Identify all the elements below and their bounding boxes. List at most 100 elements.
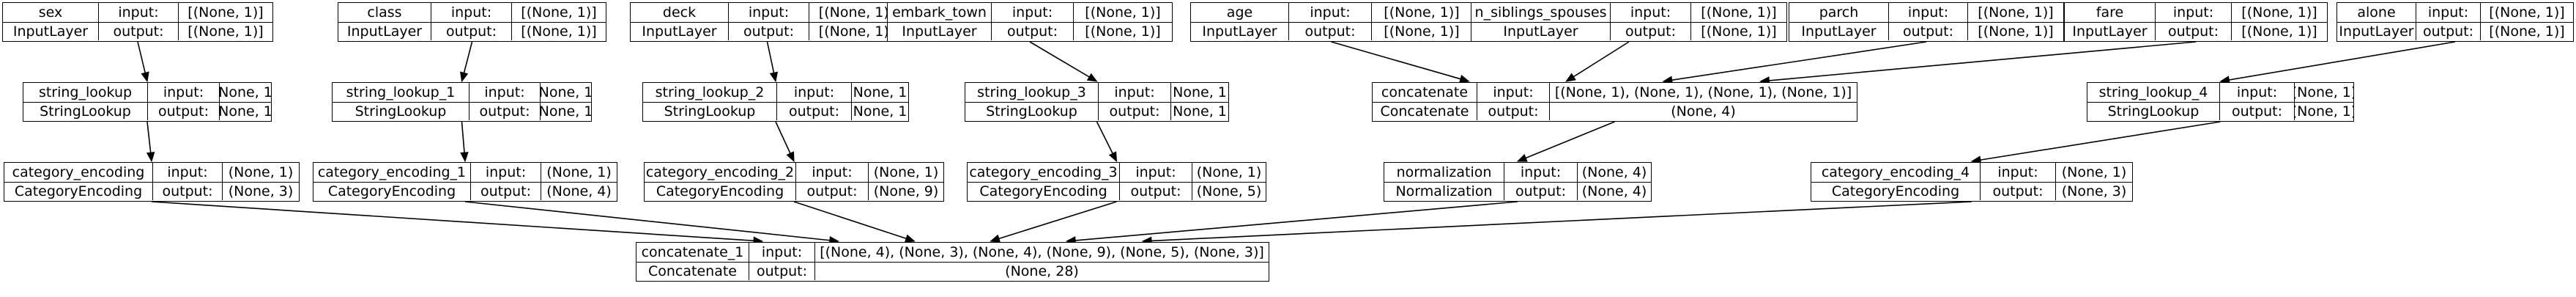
layer-name: category_encoding_3 <box>968 163 1120 183</box>
output-shape: [(None, 1)] <box>2489 23 2565 40</box>
output-label: output: <box>153 183 223 200</box>
layer-type: InputLayer <box>3 23 99 40</box>
output-shape: [(None, 1)] <box>188 23 264 40</box>
input-shape: [(None, 1)] <box>1372 3 1471 23</box>
input-shape: [(None, 1)] <box>2481 3 2573 23</box>
edge-string-lookup-4-to-category-encoding-4 <box>1980 121 2221 161</box>
output-shape: (None, 4) <box>1581 183 1647 199</box>
output-shape: (None, 9) <box>873 183 939 199</box>
input-label: input: <box>1477 83 1550 103</box>
input-shape: [(None, 1)] <box>1691 3 1786 23</box>
output-shape: [(None, 1)] <box>1085 23 1161 40</box>
arrowhead <box>990 234 1001 243</box>
output-shape: [(None, 1)] <box>1701 23 1777 40</box>
layer-name: category_encoding <box>4 163 153 183</box>
output-label: output: <box>796 183 869 200</box>
layer-type: StringLookup <box>23 103 148 120</box>
layer-type: Concatenate <box>1373 103 1477 120</box>
output-shape: (None, 1) <box>541 103 591 120</box>
input-label: input: <box>431 3 512 23</box>
layer-type: CategoryEncoding <box>4 183 153 200</box>
edge-category-encoding-to-concatenate-1 <box>151 201 754 242</box>
input-label: input: <box>1611 3 1691 23</box>
arrowhead <box>1108 151 1118 163</box>
input-label: input: <box>1981 163 2056 183</box>
edge-category-encoding-3-to-concatenate-1 <box>998 201 1117 240</box>
edge-category-encoding-2-to-concatenate-1 <box>793 201 907 240</box>
input-label: input: <box>796 163 869 183</box>
input-shape: (None, 1) <box>852 83 908 103</box>
layer-type: StringLookup <box>333 103 469 120</box>
output-label: output: <box>1504 183 1578 200</box>
layer-name: class <box>338 3 431 23</box>
layer-type: CategoryEncoding <box>968 183 1120 200</box>
output-shape: (None, 3) <box>228 183 294 199</box>
layer-type: InputLayer <box>1789 23 1889 40</box>
arrowhead <box>1565 73 1576 82</box>
layer-type: InputLayer <box>631 23 729 40</box>
input-label: input: <box>749 243 815 263</box>
output-label: output: <box>1981 183 2056 200</box>
layer-name: sex <box>3 3 99 23</box>
output-label: output: <box>749 263 815 280</box>
layer-type: Concatenate <box>636 263 749 280</box>
input-label: input: <box>1099 83 1171 103</box>
input-shape: (None, 1) <box>1171 83 1228 103</box>
layer-name: concatenate_1 <box>636 243 749 263</box>
layer-name: string_lookup <box>23 83 148 103</box>
edge-sex-to-string-lookup <box>137 41 146 73</box>
edge-parch-to-concatenate <box>1671 41 1927 81</box>
input-label: input: <box>777 83 852 103</box>
input-label: input: <box>1889 3 1968 23</box>
input-shape: (None, 1) <box>1192 163 1266 183</box>
output-label: output: <box>1099 103 1171 120</box>
edge-class-to-string-lookup-1 <box>463 41 473 73</box>
edge-age-to-concatenate <box>1331 41 1461 80</box>
input-shape: (None, 1) <box>541 163 617 183</box>
layer-name: string_lookup_3 <box>965 83 1099 103</box>
layer-node-string-lookup-1: string_lookup_1StringLookupinput:(None, … <box>332 82 592 122</box>
output-shape: (None, 1) <box>1171 103 1228 120</box>
arrowhead <box>769 71 779 83</box>
edge-string-lookup-to-category-encoding <box>146 121 152 153</box>
output-label: output: <box>2220 103 2295 120</box>
output-label: output: <box>1477 103 1550 120</box>
input-shape: (None, 4) <box>1578 163 1651 183</box>
input-label: input: <box>2220 83 2295 103</box>
input-label: input: <box>992 3 1074 23</box>
edge-embark-town-to-string-lookup-3 <box>1029 41 1090 78</box>
layer-name: n_siblings_spouses <box>1471 3 1611 23</box>
input-label: input: <box>1289 3 1372 23</box>
output-label: output: <box>1889 23 1968 40</box>
layer-name: string_lookup_4 <box>2087 83 2220 103</box>
output-shape: (None, 4) <box>546 183 612 199</box>
arrowhead <box>141 71 149 83</box>
input-label: input: <box>153 163 223 183</box>
input-label: input: <box>471 163 541 183</box>
output-shape: (None, 4) <box>1671 103 1736 120</box>
arrowhead <box>786 151 795 163</box>
layer-type: Normalization <box>1384 183 1504 200</box>
layer-type: CategoryEncoding <box>1811 183 1981 200</box>
output-label: output: <box>1120 183 1192 200</box>
layer-name: category_encoding_1 <box>313 163 471 183</box>
input-label: input: <box>99 3 179 23</box>
output-label: output: <box>469 103 541 120</box>
layer-type: StringLookup <box>643 103 777 120</box>
output-shape: [(None, 1)] <box>1978 23 2054 40</box>
arrowhead <box>904 234 916 243</box>
output-label: output: <box>431 23 512 40</box>
edge-string-lookup-1-to-category-encoding-1 <box>461 121 465 153</box>
layer-type: InputLayer <box>338 23 431 40</box>
